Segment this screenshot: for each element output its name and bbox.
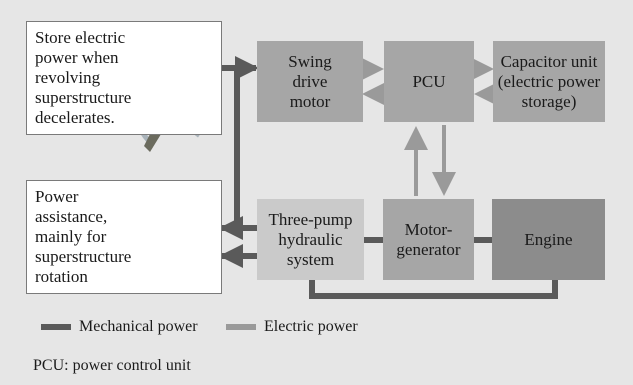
swing-drive-motor-block: Swing drive motor <box>257 41 363 122</box>
regeneration-callout: Store electric power when revolving supe… <box>26 21 222 135</box>
electric-swatch <box>226 324 256 330</box>
pcu-block: PCU <box>384 41 474 122</box>
power-assist-callout-text: Power assistance, mainly for superstruct… <box>35 187 132 286</box>
power-assist-callout: Power assistance, mainly for superstruct… <box>26 180 222 294</box>
legend-electric-label: Electric power <box>264 318 358 335</box>
footnote: PCU: power control unit <box>33 357 191 374</box>
legend-mechanical: Mechanical power <box>41 318 198 336</box>
mechanical-swatch <box>41 324 71 330</box>
capacitor-unit-block: Capacitor unit (electric power storage) <box>493 41 605 122</box>
engine-block: Engine <box>492 199 605 280</box>
mech-vertical-link <box>234 68 256 231</box>
hydraulic-system-block: Three-pump hydraulic system <box>257 199 364 280</box>
legend-electric: Electric power <box>226 318 358 336</box>
regeneration-callout-text: Store electric power when revolving supe… <box>35 28 132 127</box>
mech-loop-bottom <box>309 280 558 299</box>
legend-mechanical-label: Mechanical power <box>79 318 198 335</box>
motor-generator-block: Motor- generator <box>383 199 474 280</box>
